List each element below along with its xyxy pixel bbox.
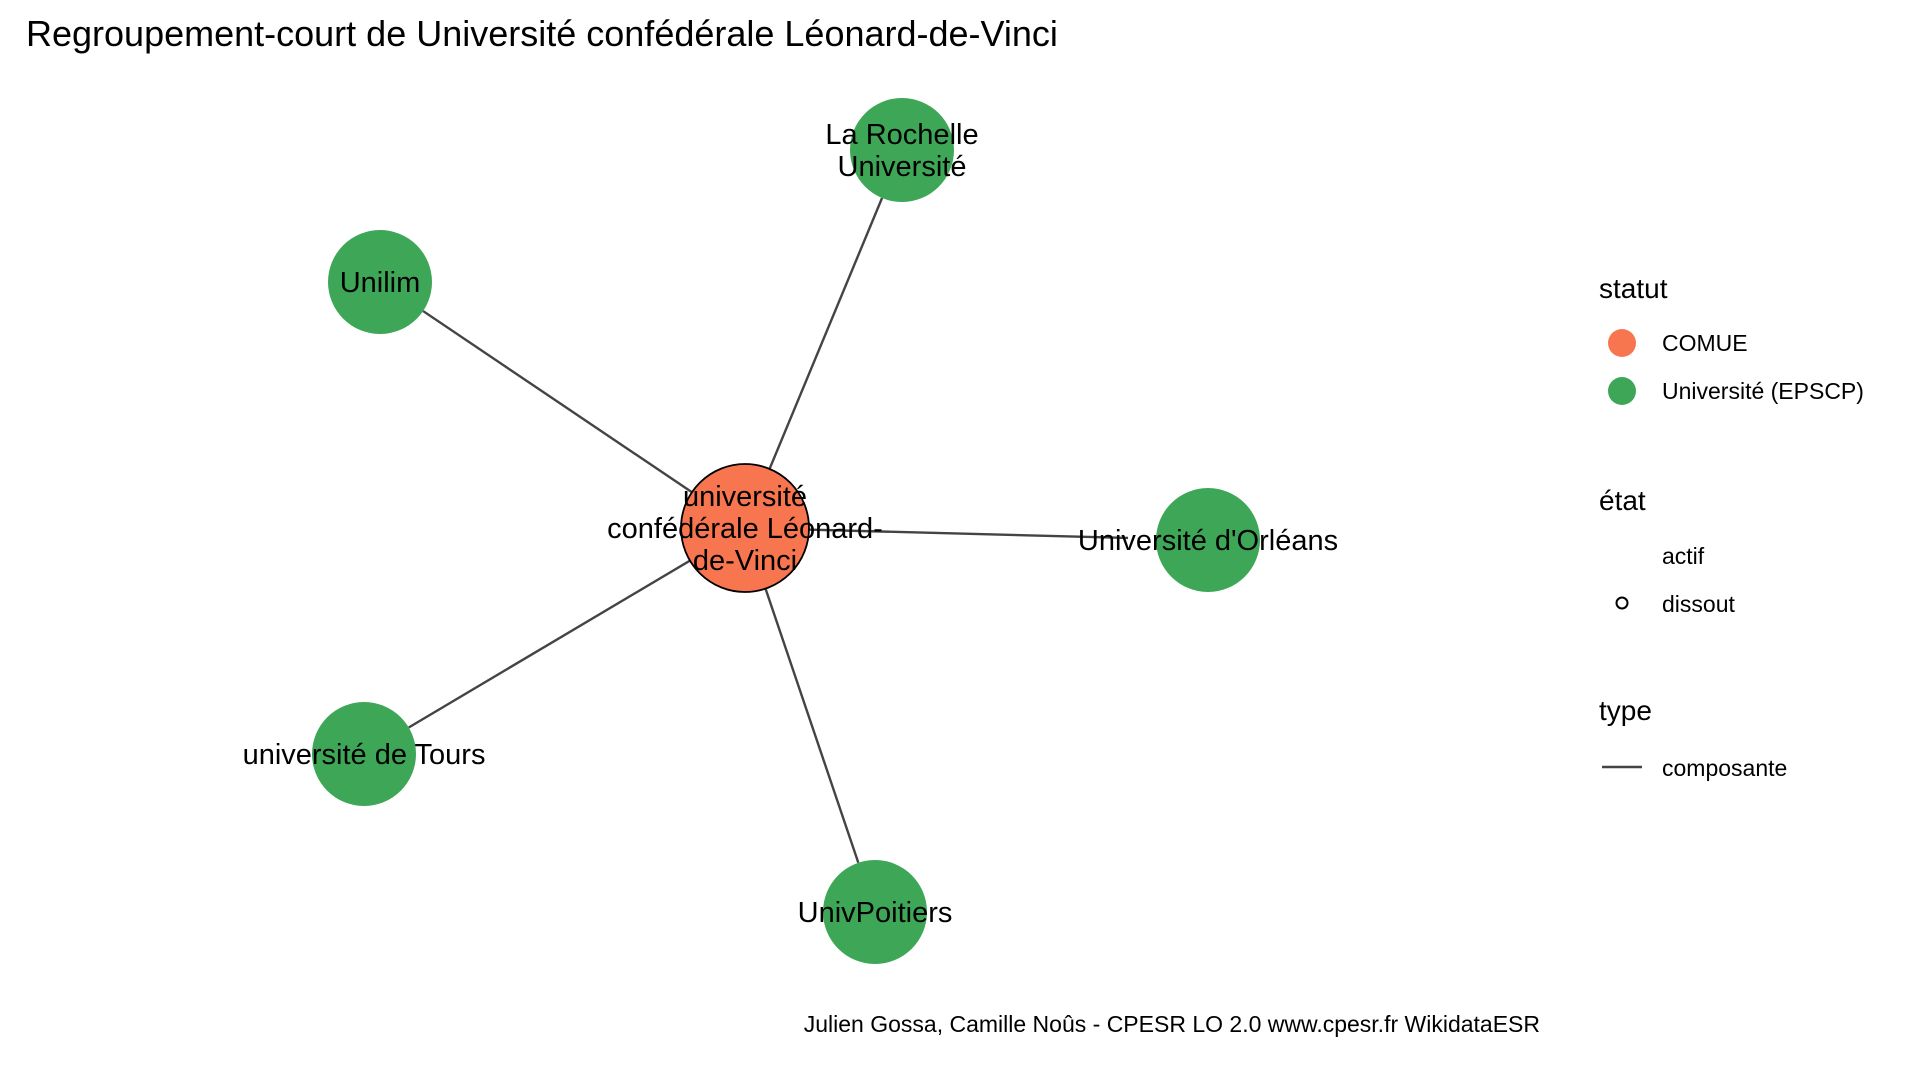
node-center xyxy=(680,463,810,593)
node-label-tours-0: université de Tours xyxy=(243,739,486,771)
node-label-unilim-0: Unilim xyxy=(340,267,421,299)
node-label-center-0: université xyxy=(683,481,807,513)
chart-title: Regroupement-court de Université confédé… xyxy=(26,13,1058,54)
node-label-orleans-0: Université d'Orléans xyxy=(1078,525,1338,557)
node-label-larochelle-0: La Rochelle xyxy=(825,119,978,151)
node-label-poitiers-0: UnivPoitiers xyxy=(798,897,953,929)
legend-title-type: type xyxy=(1599,695,1652,726)
node-label-center-1: confédérale Léonard- xyxy=(607,513,883,545)
legend-label-comue: COMUE xyxy=(1662,330,1748,356)
legend-swatch-dissout xyxy=(1615,596,1629,610)
node-label-larochelle-1: Université xyxy=(838,151,967,183)
legend-swatch-epscp xyxy=(1608,377,1636,405)
node-label-center-2: de-Vinci xyxy=(693,545,797,577)
legend-swatch-comue xyxy=(1608,329,1636,357)
edges-layer xyxy=(408,197,1129,864)
node-unilim xyxy=(328,230,432,334)
legend: statut COMUE Université (EPSCP) état act… xyxy=(1599,273,1864,781)
edge-center-orleans xyxy=(772,527,1129,540)
node-poitiers xyxy=(823,860,927,964)
legend-label-composante: composante xyxy=(1662,755,1787,781)
node-orleans xyxy=(1156,488,1260,592)
nodes-layer xyxy=(312,98,1260,964)
legend-title-statut: statut xyxy=(1599,273,1668,304)
edge-center-larochelle xyxy=(751,197,884,510)
legend-label-actif: actif xyxy=(1662,543,1705,569)
legend-label-dissout: dissout xyxy=(1662,591,1735,617)
edge-center-unilim xyxy=(422,310,735,522)
legend-title-etat: état xyxy=(1599,485,1646,516)
legend-label-epscp: Université (EPSCP) xyxy=(1662,378,1864,404)
edge-center-tours xyxy=(408,531,739,729)
node-tours xyxy=(312,702,416,806)
edge-center-poitiers xyxy=(746,535,860,864)
chart-caption: Julien Gossa, Camille Noûs - CPESR LO 2.… xyxy=(804,1011,1540,1037)
node-larochelle xyxy=(850,98,954,202)
